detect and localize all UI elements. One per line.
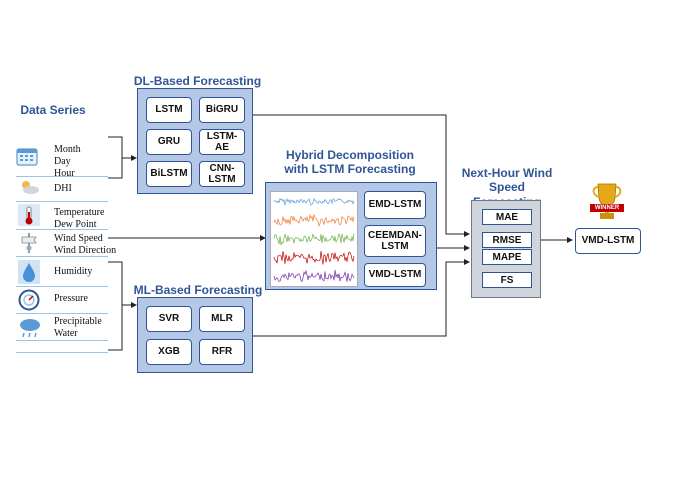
metric-fs: FS: [482, 272, 532, 288]
trophy-icon: WINNER: [590, 180, 624, 222]
bracket-to-ml: [108, 261, 123, 351]
dl-to-results: [253, 114, 470, 237]
hybrid-title: Hybrid Decomposition with LSTM Forecasti…: [284, 148, 416, 177]
metric-rmse: RMSE: [482, 232, 532, 248]
hybrid-panel: EMD-LSTM CEEMDAN- LSTM VMD-LSTM: [265, 182, 437, 290]
winner-model: VMD-LSTM: [575, 228, 641, 254]
divider: [16, 286, 108, 287]
model-bigru: BiGRU: [199, 97, 245, 123]
thermometer-icon: [18, 204, 40, 226]
metric-mape: MAPE: [482, 249, 532, 265]
divider: [16, 176, 108, 177]
divider: [16, 340, 108, 341]
signal-line: [273, 197, 355, 206]
winner-badge: WINNER: [590, 204, 624, 212]
signal-line: [273, 269, 355, 283]
ml-forecasting-title: ML-Based Forecasting: [133, 283, 263, 297]
series-label-dhi: DHI: [54, 183, 72, 194]
series-label-time: Month Day Hour: [54, 144, 81, 179]
series-label-wind: Wind Speed Wind Direction: [54, 233, 117, 256]
divider: [16, 352, 108, 353]
model-mlr: MLR: [199, 306, 245, 332]
droplet-icon: [18, 260, 40, 284]
signal-line: [273, 232, 355, 246]
dl-forecasting-panel: LSTM BiGRU GRU LSTM-AE BiLSTM CNN- LSTM: [137, 88, 253, 194]
ml-forecasting-panel: SVR MLR XGB RFR: [137, 297, 253, 373]
metric-mae: MAE: [482, 209, 532, 225]
sun-cloud-icon: [17, 178, 41, 200]
model-svr: SVR: [146, 306, 192, 332]
model-cnn-lstm: CNN- LSTM: [199, 161, 245, 187]
model-emd-lstm: EMD-LSTM: [364, 191, 426, 219]
signal-line: [273, 213, 355, 228]
gauge-icon: [18, 289, 40, 311]
calendar-icon: [16, 146, 38, 166]
model-lstm: LSTM: [146, 97, 192, 123]
model-ceemdan-lstm: CEEMDAN- LSTM: [364, 225, 426, 257]
series-label-pressure: Pressure: [54, 293, 88, 304]
divider: [16, 201, 108, 202]
dl-forecasting-title: DL-Based Forecasting: [133, 74, 262, 88]
series-label-temperature: Temperature Dew Point: [54, 207, 105, 230]
weather-vane-icon: [18, 231, 40, 255]
divider: [16, 256, 108, 257]
model-gru: GRU: [146, 129, 192, 155]
series-label-precipitable-water: Precipitable Water: [54, 316, 102, 339]
results-panel: MAE RMSE MAPE FS: [471, 200, 541, 298]
data-series-title: Data Series: [20, 103, 86, 117]
divider: [16, 229, 108, 230]
model-vmd-lstm: VMD-LSTM: [364, 263, 426, 287]
signal-svg: [273, 197, 355, 283]
signal-line: [273, 250, 355, 265]
model-lstm-ae: LSTM-AE: [199, 129, 245, 155]
model-rfr: RFR: [199, 339, 245, 365]
model-bilstm: BiLSTM: [146, 161, 192, 187]
rain-cloud-icon: [18, 316, 42, 340]
series-label-humidity: Humidity: [54, 266, 93, 277]
ml-to-results: [253, 259, 470, 337]
model-xgb: XGB: [146, 339, 192, 365]
divider: [16, 313, 108, 314]
decomposition-signal-plot: [270, 191, 358, 287]
